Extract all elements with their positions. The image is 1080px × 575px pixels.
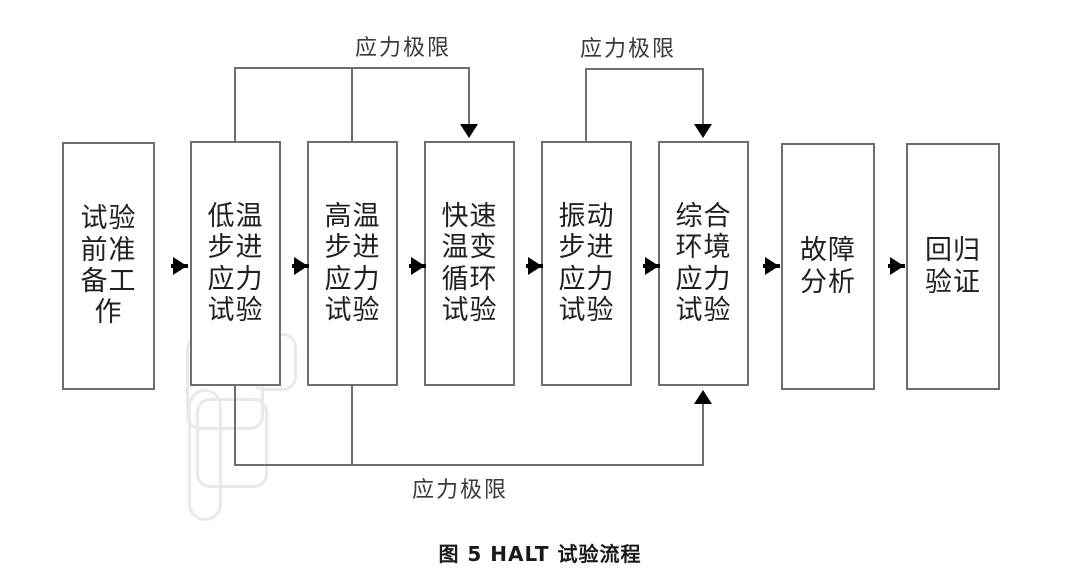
node-cold-step-label: 低温 步进 应力 试验 [207, 200, 264, 326]
node-fault-analysis-label: 故障 分析 [800, 235, 856, 298]
loop3-label: 应力极限 [412, 478, 509, 503]
arrow-cold-to-hot [292, 257, 309, 275]
node-hot-step-label: 高温 步进 应力 试验 [324, 200, 381, 326]
arrow-fault-to-regression [888, 257, 905, 275]
node-hot-step[interactable]: 高温 步进 应力 试验 [307, 141, 398, 386]
loop1-riser-cold [234, 67, 236, 142]
watermark-shape-2 [196, 398, 268, 488]
loop2-arrowhead [694, 124, 712, 138]
node-temp-cycle-label: 快速 温变 循环 试验 [441, 200, 498, 326]
loop2-riser [585, 68, 587, 142]
loop1-label: 应力极限 [355, 36, 452, 61]
loop2-drop [702, 68, 704, 124]
loop3-riser-combined [702, 404, 704, 465]
node-cold-step[interactable]: 低温 步进 应力 试验 [190, 141, 281, 386]
loop1-riser-hot [351, 67, 353, 142]
watermark-shape-4 [188, 389, 222, 521]
loop3-arrowhead [694, 390, 712, 404]
loop1-drop [468, 67, 470, 124]
node-combined-label: 综合 环境 应力 试验 [675, 200, 732, 326]
loop3-drop-cold [234, 386, 236, 466]
arrow-vibration-to-combined [643, 257, 660, 275]
loop3-bottom-rail [234, 464, 704, 466]
loop2-top-rail [585, 68, 704, 70]
loop1-arrowhead [460, 124, 478, 138]
node-regression-label: 回归 验证 [925, 235, 981, 298]
node-prep[interactable]: 试验 前准 备工 作 [62, 142, 155, 390]
node-regression[interactable]: 回归 验证 [906, 143, 1000, 390]
figure-caption: 图 5 HALT 试验流程 [438, 542, 642, 566]
arrow-prep-to-cold [171, 257, 188, 275]
arrow-hot-to-cycle [409, 257, 426, 275]
node-fault-analysis[interactable]: 故障 分析 [781, 143, 875, 390]
arrow-cycle-to-vibration [526, 257, 543, 275]
loop3-drop-hot [351, 386, 353, 466]
node-vibration[interactable]: 振动 步进 应力 试验 [541, 141, 632, 386]
node-vibration-label: 振动 步进 应力 试验 [558, 200, 615, 326]
loop1-top-rail [234, 67, 470, 69]
node-prep-label: 试验 前准 备工 作 [80, 203, 137, 329]
loop2-label: 应力极限 [580, 37, 677, 62]
node-temp-cycle[interactable]: 快速 温变 循环 试验 [424, 141, 515, 386]
node-combined[interactable]: 综合 环境 应力 试验 [658, 141, 749, 386]
arrow-combined-to-fault [763, 257, 780, 275]
